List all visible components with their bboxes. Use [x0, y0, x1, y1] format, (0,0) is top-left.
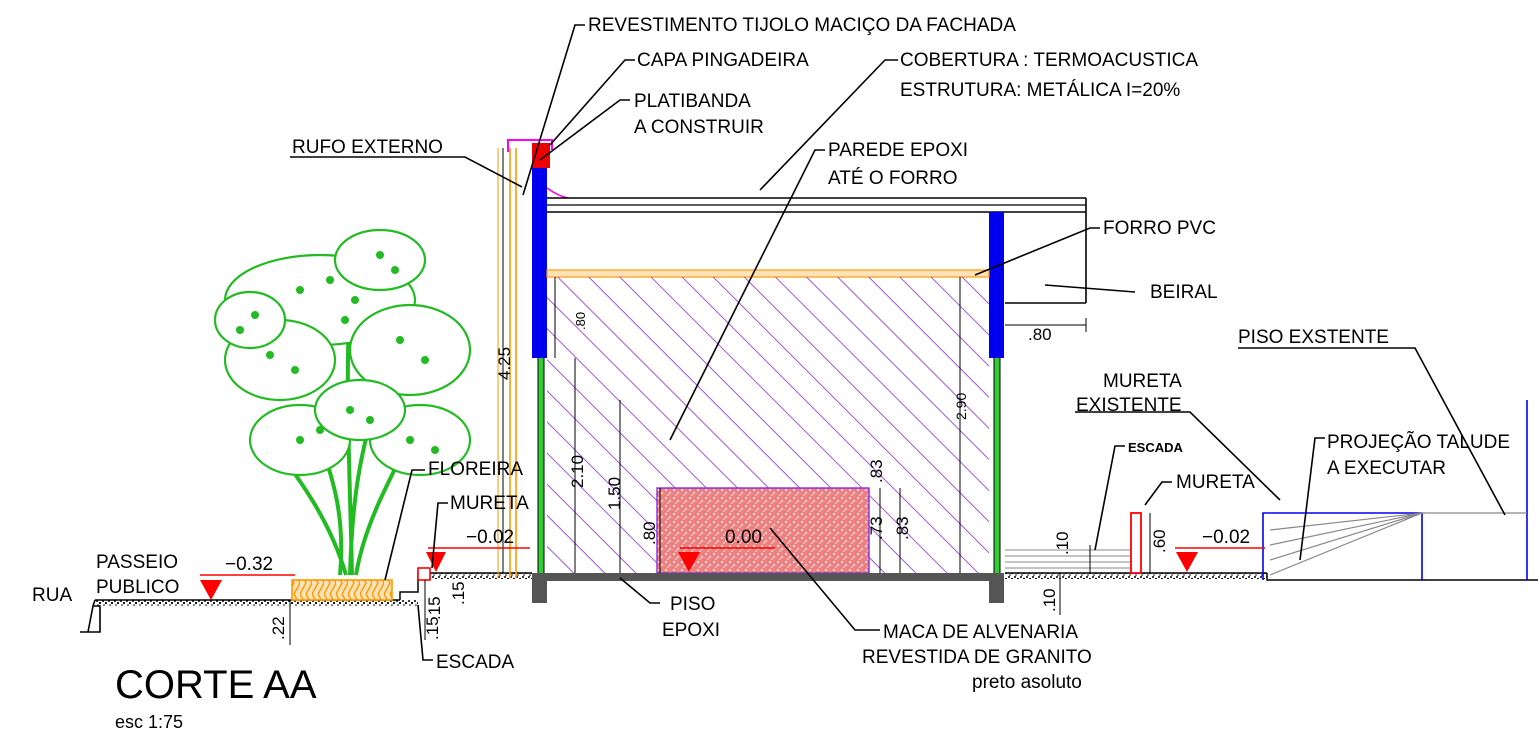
label-cobertura-1: COBERTURA : TERMOACUSTICA [900, 50, 1198, 71]
label-floreira: FLOREIRA [428, 459, 523, 480]
level-passeio: −0.32 [225, 554, 273, 575]
label-maca-3: preto asoluto [972, 672, 1082, 693]
label-rufo-externo: RUFO EXTERNO [292, 137, 443, 158]
street-curb [80, 599, 101, 633]
drawing-scale: esc 1:75 [115, 712, 183, 732]
label-mureta-existente-1: MURETA [1103, 371, 1182, 392]
glass-right [993, 358, 1001, 573]
label-projecao-1: PROJEÇÃO TALUDE [1327, 431, 1510, 453]
level-marker-external [1175, 547, 1265, 572]
level-marker-passeio [200, 574, 295, 600]
dim-010-bottom: .10 [1040, 588, 1059, 612]
dim-073: .73 [867, 516, 886, 540]
label-mureta-left: MURETA [450, 493, 529, 514]
floreira-planter [291, 579, 393, 601]
label-passeio-2: PUBLICO [96, 577, 179, 598]
label-mureta-right: MURETA [1176, 472, 1255, 493]
wall-right-blue [989, 212, 1004, 358]
label-maca-2: REVESTIDA DE GRANITO [862, 647, 1092, 668]
label-passeio-1: PASSEIO [96, 552, 178, 573]
dim-150: 1.50 [605, 477, 624, 510]
glass-left [537, 358, 545, 573]
dim-beiral-080: .80 [1028, 325, 1052, 344]
label-piso-epoxi-1: PISO [670, 594, 715, 615]
existing-steps [1005, 549, 1135, 569]
facade-cladding [497, 148, 517, 578]
wall-left-blue [532, 168, 547, 358]
floor-slab [532, 573, 1004, 581]
dim-083-top: .83 [867, 459, 886, 483]
label-maca-1: MACA DE ALVENARIA [883, 622, 1078, 643]
capa-pingadeira [507, 139, 553, 152]
leader-lines [290, 24, 1506, 661]
dimension-lines [289, 148, 1151, 645]
level-external: −0.02 [1202, 527, 1250, 548]
footing-right [989, 573, 1004, 603]
label-rua: RUA [32, 585, 72, 606]
dim-290: 2.90 [953, 393, 969, 420]
label-piso-epoxi-2: EPOXI [662, 620, 720, 641]
label-piso-existente: PISO EXSTENTE [1238, 327, 1389, 348]
label-projecao-2: A EXECUTAR [1327, 458, 1446, 479]
dim-060: .60 [1150, 529, 1169, 553]
level-marker-floreira [426, 547, 530, 572]
label-capa-pingadeira: CAPA PINGADEIRA [637, 50, 809, 71]
dim-015-b: .15 [449, 581, 468, 605]
label-parede-1: PAREDE EPOXI [828, 140, 968, 161]
label-mureta-existente-2: EXISTENTE [1076, 395, 1182, 416]
label-revestimento: REVESTIMENTO TIJOLO MACIÇO DA FACHADA [588, 15, 1016, 36]
label-platibanda-1: PLATIBANDA [634, 91, 751, 112]
label-escada-left: ESCADA [436, 652, 514, 673]
talude-projection [1262, 400, 1528, 580]
dim-210: 2.10 [568, 455, 587, 488]
label-forro-pvc: FORRO PVC [1103, 218, 1216, 239]
level-floreira: −0.02 [466, 527, 514, 548]
level-interior: 0.00 [725, 527, 762, 548]
label-escada-right: ESCADA [1128, 440, 1184, 455]
label-parede-2: ATÉ O FORRO [828, 168, 957, 189]
dim-083-side: .83 [893, 516, 912, 540]
dim-010-top: .10 [1053, 531, 1072, 555]
mureta-right [1130, 512, 1142, 574]
dim-080-top: .80 [573, 312, 588, 330]
forro-pvc [546, 269, 990, 278]
label-beiral: BEIRAL [1150, 282, 1218, 303]
dim-015-a: .15 [425, 596, 444, 620]
footing-left [532, 573, 547, 603]
dim-total-height: 4.25 [495, 347, 514, 380]
rufo-externo [546, 187, 569, 199]
label-cobertura-2: ESTRUTURA: METÁLICA I=20% [900, 80, 1180, 101]
label-platibanda-2: A CONSTRUIR [634, 117, 764, 138]
drawing-title: CORTE AA [115, 663, 317, 707]
level-marker-interior [678, 547, 775, 572]
dim-022: .22 [269, 616, 288, 640]
dim-080-maca: .80 [640, 521, 659, 545]
tree-icon [213, 228, 472, 576]
dim-015-c: .15 [423, 616, 442, 640]
mureta-left [417, 567, 431, 581]
